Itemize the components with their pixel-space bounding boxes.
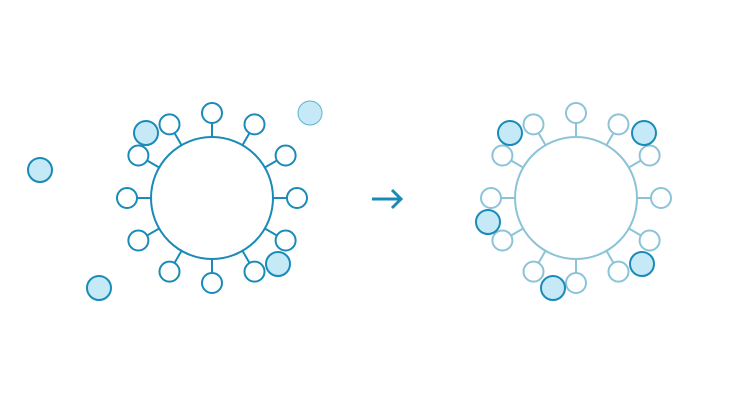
cell-body [150,136,274,260]
receptor [565,272,587,294]
cell-body [514,136,638,260]
cell-before-binding [116,102,308,294]
cell-after-binding [480,102,672,294]
arrow-right-icon [372,188,404,210]
particle [265,251,291,277]
receptor [201,272,223,294]
receptor-stalk [146,159,160,169]
receptor-stalk [510,227,524,237]
particle [297,100,323,126]
receptor [201,102,223,124]
receptor-stalk [241,250,251,264]
receptor-stalk [173,250,183,264]
receptor-stalk [628,227,642,237]
bound-particles [475,120,657,301]
receptor [158,260,181,283]
receptor-stalk [537,250,547,264]
receptor [522,260,545,283]
receptor-stalk [605,132,615,146]
receptor-stalk [510,159,524,169]
receptor [274,144,297,167]
bound-particle [631,120,657,146]
receptor [243,260,266,283]
receptor [607,260,630,283]
receptor [127,144,150,167]
receptor-stalk [605,250,615,264]
particle [86,275,112,301]
bound-particle [629,251,655,277]
receptor [650,187,672,209]
receptor [274,229,297,252]
receptor [565,102,587,124]
receptor [607,113,630,136]
receptor [491,144,514,167]
receptor [522,113,545,136]
receptor-stalk [146,227,160,237]
receptor [127,229,150,252]
bound-particle [497,120,523,146]
receptor [638,229,661,252]
free-particles [27,100,323,301]
bound-particle [540,275,566,301]
bound-particle [475,209,501,235]
receptor [480,187,502,209]
receptor-stalk [628,159,642,169]
receptor-stalk [264,227,278,237]
receptor [638,144,661,167]
receptor [243,113,266,136]
receptor [116,187,138,209]
receptor-stalk [173,132,183,146]
receptor-stalk [241,132,251,146]
receptor [286,187,308,209]
receptor [158,113,181,136]
particle [133,120,159,146]
receptor-stalk [537,132,547,146]
receptor [491,229,514,252]
particle [27,157,53,183]
receptor-stalk [264,159,278,169]
